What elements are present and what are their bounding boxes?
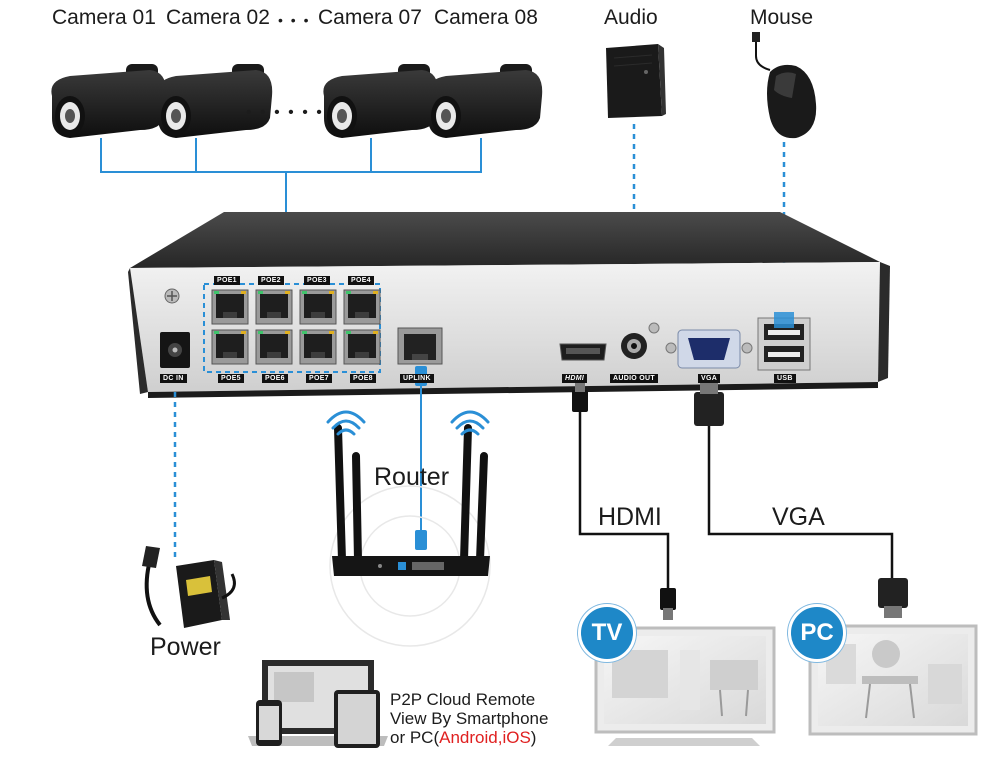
camera-ellipsis-mid: • • • • • • bbox=[246, 104, 324, 121]
vga-cable bbox=[694, 382, 908, 618]
audio-label: Audio bbox=[604, 6, 658, 29]
tv-badge: TV bbox=[578, 604, 636, 662]
hdmi-port-icon bbox=[559, 343, 607, 361]
smartphone-icon bbox=[256, 700, 282, 746]
poe-port-8-icon bbox=[343, 329, 381, 365]
dc-in-label: DC IN bbox=[160, 374, 187, 383]
hdmi-port-label: HDMI bbox=[562, 374, 588, 383]
ethernet-plug-router-icon bbox=[415, 530, 427, 550]
p2p-line3: or PC(Android,iOS) bbox=[390, 728, 548, 747]
camera-ellipsis-top: • • • bbox=[278, 12, 311, 28]
camera-01-label: Camera 01 bbox=[52, 6, 156, 29]
poe-port-2-icon bbox=[255, 289, 293, 325]
pc-badge: PC bbox=[788, 604, 846, 662]
camera-02-icon bbox=[157, 64, 273, 138]
poe-port-5-icon bbox=[211, 329, 249, 365]
poe-port-7-icon bbox=[299, 329, 337, 365]
p2p-line2: View By Smartphone bbox=[390, 709, 549, 728]
wifi-left-icon bbox=[326, 410, 366, 436]
usb-port-icon bbox=[757, 312, 811, 371]
poe6-label: POE6 bbox=[262, 374, 288, 383]
vga-port-icon bbox=[665, 329, 753, 369]
poe1-label: POE1 bbox=[214, 276, 240, 285]
hdmi-label: HDMI bbox=[598, 503, 662, 531]
power-adapter-icon bbox=[142, 546, 236, 628]
camera-07-icon bbox=[323, 64, 439, 138]
poe-port-block bbox=[203, 283, 381, 373]
tablet-icon bbox=[334, 690, 380, 748]
mouse-icon bbox=[752, 32, 817, 139]
p2p-caption: P2P Cloud Remote View By Smartphone or P… bbox=[390, 690, 548, 747]
wifi-right-icon bbox=[450, 410, 490, 436]
vga-port-label: VGA bbox=[698, 374, 721, 383]
uplink-label: UPLINK bbox=[400, 374, 434, 383]
usb-port-label: USB bbox=[774, 374, 796, 383]
poe-ports bbox=[211, 289, 381, 365]
router-icon bbox=[332, 424, 490, 576]
speaker-icon bbox=[606, 44, 666, 118]
p2p-line3-suffix: ) bbox=[530, 728, 537, 747]
poe4-label: POE4 bbox=[348, 276, 374, 285]
camera-07-label: Camera 07 bbox=[318, 6, 422, 29]
pc-monitor-icon bbox=[808, 624, 978, 736]
camera-01-icon bbox=[51, 64, 167, 138]
uplink-port-icon bbox=[397, 327, 443, 365]
camera-02-label: Camera 02 bbox=[166, 6, 270, 29]
audio-out-label: AUDIO OUT bbox=[610, 374, 658, 383]
hdmi-cable bbox=[572, 380, 676, 620]
router-label: Router bbox=[374, 463, 450, 491]
p2p-platforms: Android,iOS bbox=[439, 728, 531, 747]
poe-port-3-icon bbox=[299, 289, 337, 325]
poe2-label: POE2 bbox=[258, 276, 284, 285]
ground-screw-icon bbox=[164, 288, 180, 304]
poe-port-4-icon bbox=[343, 289, 381, 325]
poe7-label: POE7 bbox=[306, 374, 332, 383]
screw-icon bbox=[648, 322, 660, 334]
vga-label: VGA bbox=[772, 503, 825, 531]
poe3-label: POE3 bbox=[304, 276, 330, 285]
power-label: Power bbox=[150, 633, 221, 661]
poe-port-1-icon bbox=[211, 289, 249, 325]
p2p-line1: P2P Cloud Remote bbox=[390, 690, 536, 709]
camera-08-label: Camera 08 bbox=[434, 6, 538, 29]
poe8-label: POE8 bbox=[350, 374, 376, 383]
poe5-label: POE5 bbox=[218, 374, 244, 383]
poe-port-6-icon bbox=[255, 329, 293, 365]
mouse-label: Mouse bbox=[750, 6, 814, 29]
dc-in-port-icon bbox=[160, 332, 190, 368]
audio-out-port-icon bbox=[621, 333, 647, 359]
p2p-line3-prefix: or PC( bbox=[390, 728, 440, 747]
camera-08-icon bbox=[427, 64, 543, 138]
